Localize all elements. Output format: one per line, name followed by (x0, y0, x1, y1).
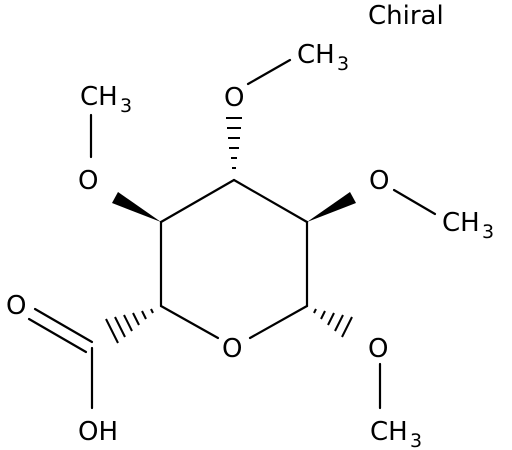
methoxy-left-ch3-label: CH (80, 82, 118, 112)
methoxy-top-ch3-label: CH (297, 40, 335, 70)
wedge-bond-c2-oleft (112, 192, 161, 222)
methoxy-bottom-ch3-subscript: 3 (410, 430, 422, 450)
methoxy-right-ch3-subscript: 3 (482, 221, 494, 243)
bond-c3-c4 (232, 178, 309, 224)
chiral-label: Chiral (368, 1, 444, 31)
bond-otop-ch3 (246, 58, 292, 86)
double-bond-carbonyl-a (33, 307, 94, 344)
methoxy-top-ch3-subscript: 3 (337, 53, 349, 75)
methoxy-right-ch3-label: CH (442, 208, 480, 238)
bond-oring-c1 (159, 304, 220, 340)
hashed-bond-c1-ccooh (105, 308, 154, 344)
methoxy-right-oxygen-label: O (369, 166, 389, 196)
methoxy-bottom-oxygen-label: O (368, 334, 388, 364)
wedge-bond-c4-oright (307, 192, 356, 222)
methoxy-left-ch3-subscript: 3 (120, 95, 132, 117)
acid-hydroxyl-label: OH (78, 417, 118, 447)
methoxy-left-oxygen-label: O (78, 166, 98, 196)
methoxy-top-oxygen-label: O (224, 83, 244, 113)
double-bond-carbonyl-b (27, 317, 88, 354)
hashed-bond-c5-obottom (313, 308, 353, 338)
bond-c2-c3 (159, 178, 236, 224)
methoxy-bottom-ch3-label: CH (370, 417, 408, 447)
bond-oright-ch3 (392, 188, 437, 216)
ring-oxygen-label: O (222, 334, 242, 364)
hashed-bond-c3-otop (226, 117, 242, 169)
bond-c5-oring (248, 304, 309, 340)
carbonyl-oxygen-label: O (6, 291, 26, 321)
